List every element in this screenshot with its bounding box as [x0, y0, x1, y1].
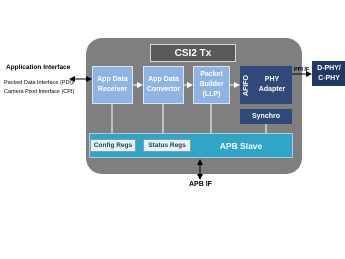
app-data-convertor-label: App Data Convertor — [146, 76, 181, 93]
ppi-if-label: PPI IF — [294, 67, 310, 73]
application-interface-cpi: Camera Pixel Interface (CPI) — [4, 89, 75, 95]
app-data-receiver-module: App Data Receiver — [92, 66, 133, 104]
application-interface-pdi: Packed Data Interface (PDI)/ — [4, 80, 75, 86]
apb-slave-label: APB Slave — [219, 140, 263, 151]
application-interface-title: Application Interface — [6, 64, 71, 71]
app-data-convertor-module: App Data Convertor — [143, 66, 184, 104]
phy-adapter-module: PHY Adapter — [252, 66, 292, 104]
config-regs-box: Config Regs — [90, 139, 136, 152]
apb-if-label: APB IF — [189, 181, 212, 188]
phy-adapter-label: PHY Adapter — [258, 76, 286, 93]
packet-builder-module: Packet Builder (LLP) — [193, 66, 230, 104]
dphy-cphy-box: D-PHY/ C-PHY — [312, 61, 345, 86]
packet-builder-label: Packet Builder (LLP) — [199, 71, 224, 98]
dphy-cphy-label: D-PHY/ C-PHY — [317, 64, 341, 82]
synchro-label: Synchro — [251, 113, 280, 120]
csi2-tx-title: CSI2 Tx — [150, 44, 236, 62]
afifo-module: AFIFO — [240, 66, 252, 104]
synchro-module: Synchro — [240, 109, 292, 124]
app-data-receiver-label: App Data Receiver — [97, 76, 128, 93]
status-regs-box: Status Regs — [143, 139, 191, 152]
